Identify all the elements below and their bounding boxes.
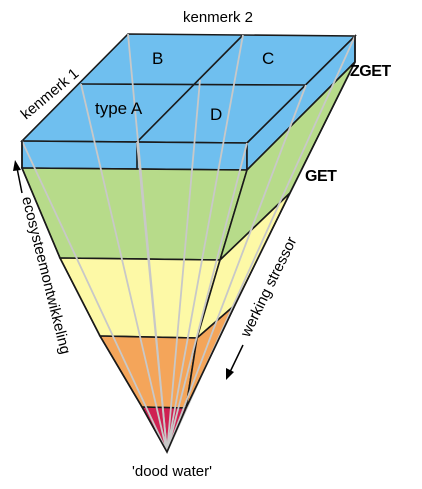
label-kenmerk-2: kenmerk 2 — [183, 9, 253, 26]
label-zget: ZGET — [350, 63, 391, 80]
top-grid-line-2 — [136, 34, 244, 143]
front-face-blue — [21, 140, 248, 171]
cell-label-b: B — [152, 49, 163, 68]
label-get: GET — [305, 168, 337, 185]
cell-label-c: C — [262, 49, 274, 68]
front-face-yellow — [58, 257, 222, 339]
cell-label-d: D — [210, 105, 222, 124]
label-dood-water: 'dood water' — [132, 463, 212, 480]
cell-label-type-a: type A — [95, 99, 143, 118]
arrow-down-icon — [226, 344, 244, 380]
outline — [21, 36, 356, 454]
converging-rays — [21, 33, 356, 453]
arrow-up-icon — [13, 160, 23, 194]
